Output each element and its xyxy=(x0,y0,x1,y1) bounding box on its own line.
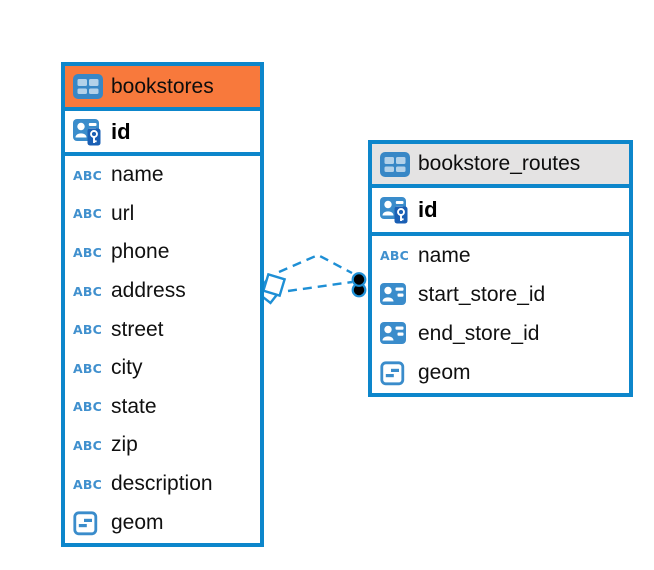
table-icon xyxy=(380,151,410,177)
foreign-key-icon xyxy=(380,283,410,306)
table-bookstore-routes[interactable]: bookstore_routes id ABC name start xyxy=(368,140,633,397)
geometry-type-icon xyxy=(380,360,410,386)
text-type-icon: ABC xyxy=(73,399,102,415)
field-row-id[interactable]: id xyxy=(372,188,629,236)
relationship-connector[interactable] xyxy=(250,243,375,313)
text-type-icon: ABC xyxy=(73,437,102,453)
field-name: state xyxy=(111,394,157,418)
field-row-name[interactable]: ABC name xyxy=(372,236,629,275)
text-type-icon: ABC xyxy=(380,248,409,263)
field-row-geom[interactable]: geom xyxy=(65,503,260,543)
text-type-icon: ABC xyxy=(73,244,102,260)
field-name: start_store_id xyxy=(418,282,546,306)
field-row-address[interactable]: ABC address xyxy=(65,271,260,311)
field-row-description[interactable]: ABC description xyxy=(65,464,260,504)
field-name: address xyxy=(111,279,186,303)
primary-key-icon xyxy=(380,196,410,224)
field-row-phone[interactable]: ABC phone xyxy=(65,233,260,272)
table-header-bookstores[interactable]: bookstores xyxy=(65,66,260,111)
field-row-street[interactable]: ABC street xyxy=(65,310,260,349)
field-rows: ABC name ABC url ABC phone ABC address A… xyxy=(65,156,260,543)
text-type-icon: ABC xyxy=(73,476,102,492)
field-name: url xyxy=(111,201,135,225)
field-name: description xyxy=(111,472,213,496)
field-name: name xyxy=(418,243,471,267)
text-type-icon: ABC xyxy=(73,206,102,222)
relationship-diamond-front xyxy=(261,272,287,298)
field-name: id xyxy=(418,197,438,222)
field-name: phone xyxy=(111,240,170,264)
table-name: bookstore_routes xyxy=(418,152,581,175)
field-row-state[interactable]: ABC state xyxy=(65,387,260,427)
field-name: city xyxy=(111,356,143,380)
field-row-name[interactable]: ABC name xyxy=(65,156,260,195)
field-name: id xyxy=(111,118,131,144)
table-icon xyxy=(73,74,103,99)
relationship-endpoint-dot-upper xyxy=(351,272,367,287)
primary-key-icon xyxy=(73,118,103,146)
field-name: geom xyxy=(418,361,471,384)
field-name: name xyxy=(111,163,164,187)
field-row-end-store-id[interactable]: end_store_id xyxy=(372,314,629,353)
field-name: zip xyxy=(111,433,138,457)
field-name: street xyxy=(111,317,164,341)
field-name: end_store_id xyxy=(418,321,540,345)
table-bookstores[interactable]: bookstores id ABC name ABC url ABC ph xyxy=(61,62,264,547)
text-type-icon: ABC xyxy=(73,360,102,376)
geometry-type-icon xyxy=(73,511,103,536)
table-name: bookstores xyxy=(111,74,214,98)
field-row-url[interactable]: ABC url xyxy=(65,194,260,234)
field-row-zip[interactable]: ABC zip xyxy=(65,426,260,465)
table-header-bookstore-routes[interactable]: bookstore_routes xyxy=(372,144,629,188)
foreign-key-icon xyxy=(380,322,410,345)
relationship-line-upper xyxy=(278,253,353,275)
field-name: geom xyxy=(111,511,164,535)
text-type-icon: ABC xyxy=(73,167,102,183)
text-type-icon: ABC xyxy=(73,283,102,299)
field-row-geom[interactable]: geom xyxy=(372,353,629,393)
relationship-line-lower xyxy=(287,280,353,293)
field-row-city[interactable]: ABC city xyxy=(65,348,260,388)
field-row-id[interactable]: id xyxy=(65,111,260,156)
text-type-icon: ABC xyxy=(73,322,102,338)
field-rows: ABC name start_store_id end_store_id xyxy=(372,236,629,393)
field-row-start-store-id[interactable]: start_store_id xyxy=(372,275,629,314)
